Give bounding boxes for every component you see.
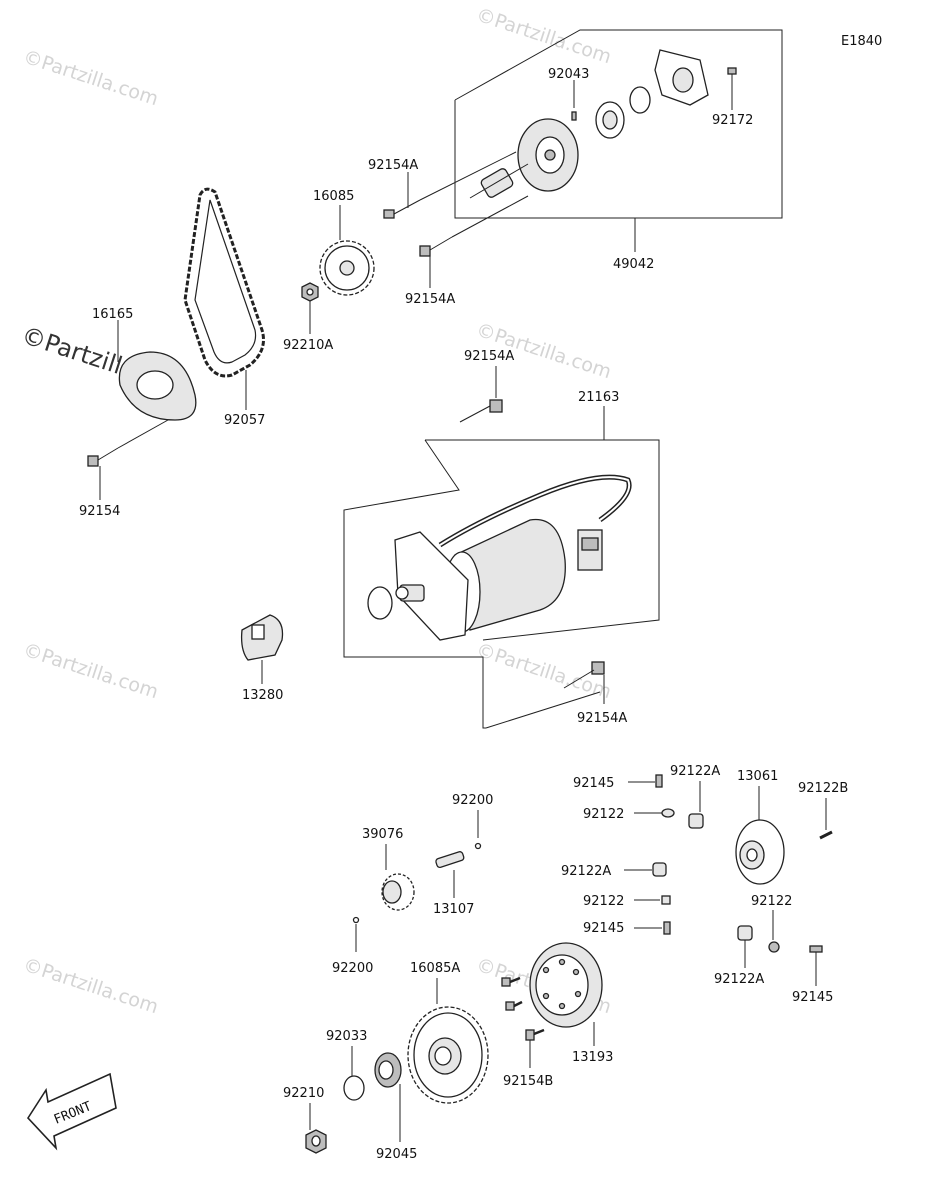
shaft-13107 xyxy=(435,851,465,898)
part-label-13107: 13107 xyxy=(433,902,474,917)
part-label-92145-2: 92145 xyxy=(583,921,624,936)
part-label-92145-3: 92145 xyxy=(792,990,833,1005)
part-label-16085A: 16085A xyxy=(410,961,460,976)
part-label-92045: 92045 xyxy=(376,1147,417,1162)
pin-92043 xyxy=(571,111,577,121)
part-label-92122A-1: 92122A xyxy=(670,764,720,779)
bolt-92154A-motor-bottom xyxy=(563,661,605,704)
sprocket-16085 xyxy=(319,205,375,296)
bearing-92045 xyxy=(374,1052,402,1142)
cover-16165 xyxy=(117,320,197,421)
idle-gear-39076 xyxy=(381,844,415,911)
watermark-top-center: ©Partzilla.com xyxy=(473,4,614,68)
roller-92122A-right xyxy=(737,925,753,968)
part-label-92057: 92057 xyxy=(224,413,265,428)
bolt-92154 xyxy=(87,419,169,500)
watermark-top-left: ©Partzilla.com xyxy=(20,46,161,110)
bracket-21163-right xyxy=(425,439,660,641)
pin-92122B xyxy=(819,798,833,840)
nut-92210 xyxy=(305,1103,327,1154)
bolt-92154A-motor-top xyxy=(459,366,503,423)
bracket-49042 xyxy=(454,29,783,219)
diagram-code: E1840 xyxy=(841,34,882,49)
assembly-49042 xyxy=(383,29,783,288)
ball-92200-top xyxy=(474,810,482,850)
part-label-92122A-2: 92122A xyxy=(561,864,611,879)
part-label-92154A-3: 92154A xyxy=(464,349,514,364)
bolt-92154A-lower xyxy=(419,195,529,288)
chain-92057 xyxy=(183,187,265,410)
spring-92145-top xyxy=(628,774,663,788)
part-label-92122-2: 92122 xyxy=(583,894,624,909)
part-label-13280: 13280 xyxy=(242,688,283,703)
gear-part xyxy=(595,101,625,139)
part-label-39076: 39076 xyxy=(362,827,403,842)
small-gear-part xyxy=(629,86,651,114)
part-label-13061: 13061 xyxy=(737,769,778,784)
cover-plate-part xyxy=(654,49,709,106)
part-label-92210A: 92210A xyxy=(283,338,333,353)
roller-92122A-top xyxy=(688,813,704,829)
front-direction-arrow: FRONT xyxy=(26,1072,117,1151)
part-label-92033: 92033 xyxy=(326,1029,367,1044)
spring-92145-right xyxy=(809,945,823,986)
spring-92145-mid xyxy=(634,921,671,935)
starter-motor-part xyxy=(394,474,632,641)
part-label-92154A-4: 92154A xyxy=(577,711,627,726)
bolt-92172 xyxy=(727,67,737,110)
shaft-part xyxy=(469,163,529,199)
rotor-13193 xyxy=(529,942,603,1046)
part-label-92154: 92154 xyxy=(79,504,120,519)
bolts-92154B xyxy=(501,976,545,1068)
bracket-21163-left xyxy=(343,439,486,729)
washer-92033 xyxy=(343,1046,365,1101)
part-label-92122-3: 92122 xyxy=(751,894,792,909)
part-label-49042: 49042 xyxy=(613,257,654,272)
part-label-92200-2: 92200 xyxy=(332,961,373,976)
part-label-92172: 92172 xyxy=(712,113,753,128)
bolt-92154A-upper xyxy=(383,151,517,219)
part-label-92210: 92210 xyxy=(283,1086,324,1101)
watermark-bottom-left: ©Partzilla.com xyxy=(20,954,161,1018)
part-label-92043: 92043 xyxy=(548,67,589,82)
relay-13280 xyxy=(240,614,284,684)
part-label-92145-1: 92145 xyxy=(573,776,614,791)
part-label-92122A-3: 92122A xyxy=(714,972,764,987)
o-ring-part xyxy=(367,586,393,620)
part-label-92200-1: 92200 xyxy=(452,793,493,808)
watermark-mid-left: ©Partzilla.com xyxy=(20,639,161,703)
nut-92210A xyxy=(301,282,319,334)
part-label-92122B: 92122B xyxy=(798,781,848,796)
part-label-16165: 16165 xyxy=(92,307,133,322)
part-label-21163: 21163 xyxy=(578,390,619,405)
clutch-housing-part xyxy=(517,118,579,192)
part-label-92154A-1: 92154A xyxy=(368,158,418,173)
part-label-92122-1: 92122 xyxy=(583,807,624,822)
roller-92122A-mid xyxy=(624,862,667,877)
ball-92200-bottom xyxy=(352,916,360,952)
roller-92122-right xyxy=(768,910,780,953)
part-label-16085: 16085 xyxy=(313,189,354,204)
part-label-13193: 13193 xyxy=(572,1050,613,1065)
part-label-92154B: 92154B xyxy=(503,1074,553,1089)
clutch-hub-13061 xyxy=(735,786,785,885)
part-label-92154A-2: 92154A xyxy=(405,292,455,307)
roller-92122-mid xyxy=(634,895,671,905)
roller-92122-top xyxy=(634,808,675,818)
assembly-21163 xyxy=(343,406,660,729)
starter-gear-16085A xyxy=(407,978,489,1104)
